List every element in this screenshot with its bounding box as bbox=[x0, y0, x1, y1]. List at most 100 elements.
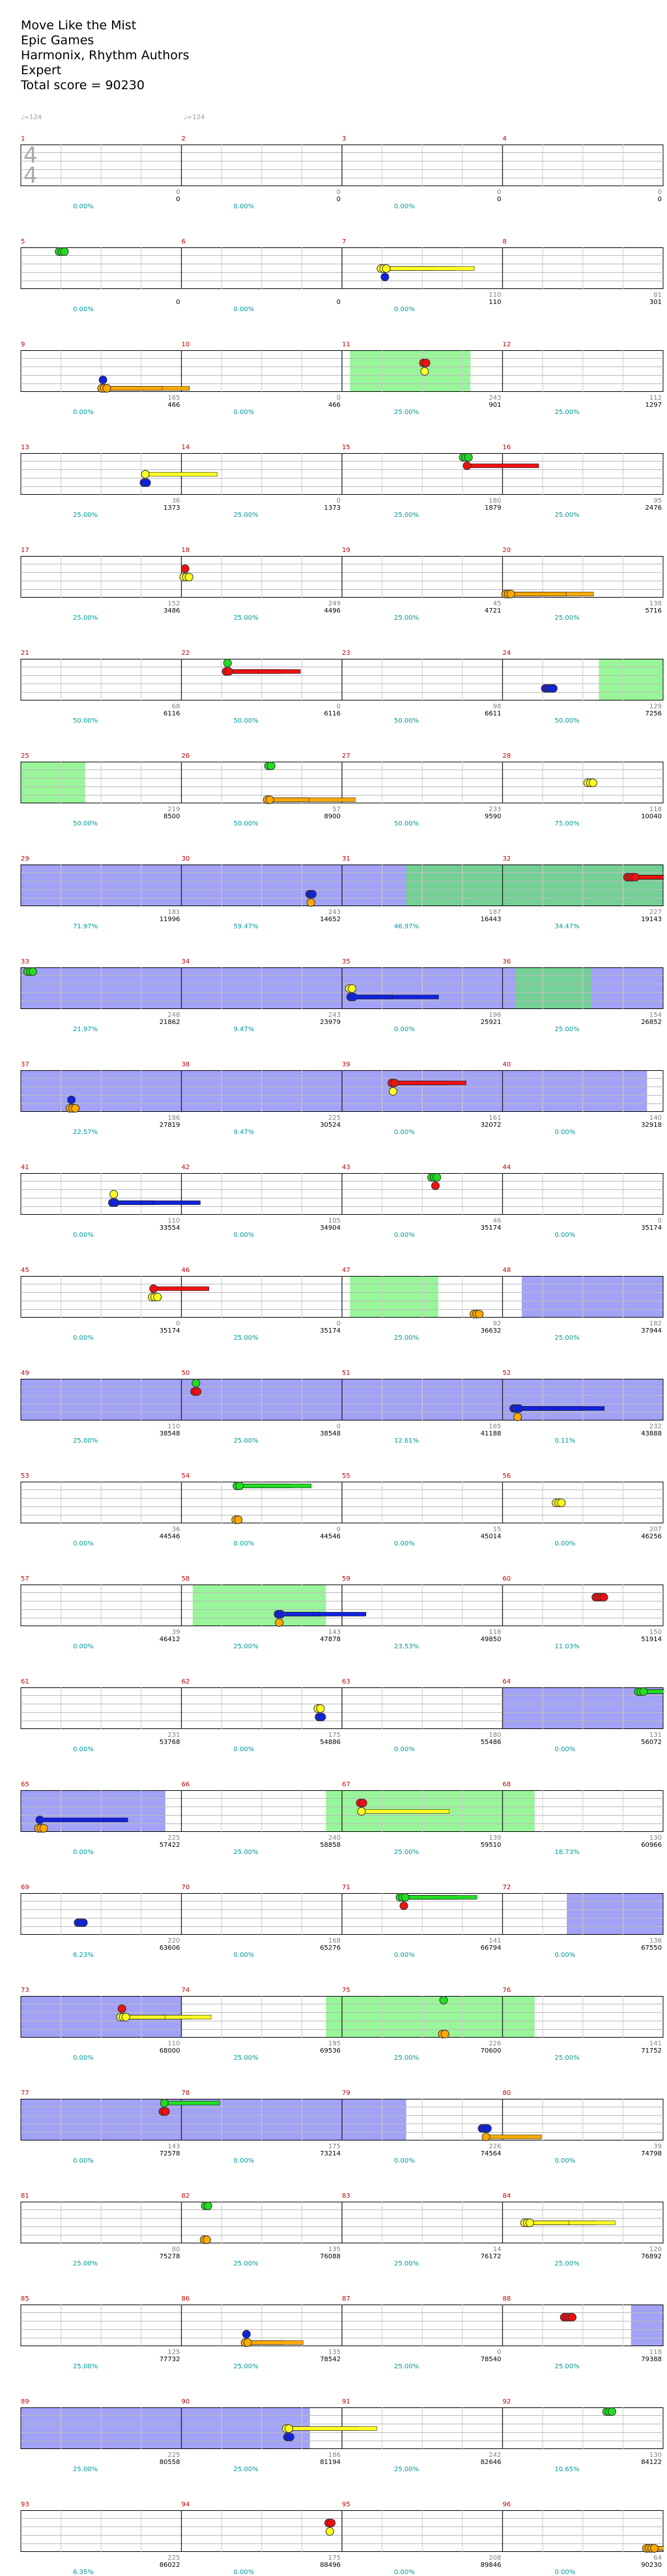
measure-number: 92 bbox=[502, 2398, 511, 2405]
measure-number: 33 bbox=[21, 958, 29, 965]
note bbox=[285, 2424, 293, 2433]
measure-score: 243 bbox=[328, 909, 341, 916]
star-power-percent: 25.00% bbox=[554, 512, 580, 519]
measure-number: 9 bbox=[21, 341, 25, 348]
measure-score: 248 bbox=[167, 1012, 180, 1019]
sustain-note bbox=[353, 995, 393, 999]
measure-score: 141 bbox=[649, 2040, 662, 2047]
measure-score: 46 bbox=[492, 1217, 502, 1225]
measure-number: 29 bbox=[21, 855, 29, 863]
cumulative-score: 466 bbox=[328, 402, 341, 409]
measure-number: 76 bbox=[502, 1987, 511, 1994]
star-power-section bbox=[599, 659, 663, 700]
measure-score: 186 bbox=[167, 1115, 180, 1122]
cumulative-score: 0 bbox=[336, 299, 341, 306]
staff-row-12 bbox=[20, 1276, 664, 1318]
measure-score: 226 bbox=[489, 2040, 502, 2047]
measure-number: 32 bbox=[502, 855, 511, 863]
measure-score: 139 bbox=[489, 1835, 502, 1842]
note bbox=[98, 376, 107, 384]
measure-number: 57 bbox=[21, 1575, 29, 1583]
measure-number: 7 bbox=[342, 238, 347, 245]
cumulative-score: 88496 bbox=[320, 2562, 341, 2569]
star-power-percent: 25.00% bbox=[554, 1026, 580, 1033]
note bbox=[275, 1618, 284, 1627]
measure-number: 85 bbox=[21, 2295, 29, 2303]
star-power-percent: 25.00% bbox=[394, 2055, 419, 2062]
note bbox=[235, 1482, 244, 1490]
star-power-percent: 6.23% bbox=[73, 1952, 94, 1959]
measure-number: 78 bbox=[181, 2090, 190, 2097]
measure-number: 60 bbox=[502, 1575, 511, 1583]
cumulative-score: 73214 bbox=[320, 2150, 341, 2157]
measure-score: 45 bbox=[492, 600, 502, 607]
tempo-mark-1: ♩=124 bbox=[21, 114, 42, 121]
measure-score: 196 bbox=[489, 1012, 502, 1019]
cumulative-score: 6611 bbox=[485, 710, 502, 717]
measure-number: 67 bbox=[342, 1781, 350, 1788]
measure-number: 56 bbox=[502, 1473, 511, 1480]
star-power-percent: 25.00% bbox=[554, 409, 580, 416]
star-power-percent: 12.61% bbox=[394, 1437, 419, 1445]
staff-row-15 bbox=[20, 1585, 664, 1627]
cumulative-score: 9590 bbox=[485, 813, 502, 820]
cumulative-score: 16443 bbox=[480, 916, 502, 923]
star-power-percent: 22.57% bbox=[73, 1129, 98, 1136]
note bbox=[111, 1198, 120, 1207]
staff-row-14 bbox=[20, 1482, 664, 1524]
note bbox=[141, 470, 150, 478]
measure-number: 23 bbox=[342, 650, 350, 657]
cumulative-score: 49850 bbox=[480, 1636, 502, 1643]
cumulative-score: 466 bbox=[167, 402, 180, 409]
measure-score: 186 bbox=[328, 2452, 341, 2459]
star-power-percent: 25.00% bbox=[73, 1437, 98, 1445]
measure-score: 131 bbox=[649, 1732, 662, 1739]
measure-number: 62 bbox=[181, 1678, 190, 1685]
sustain-note bbox=[106, 386, 163, 391]
star-power-percent: 0.00% bbox=[394, 2157, 415, 2165]
measure-number: 80 bbox=[502, 2090, 511, 2097]
cumulative-score: 35174 bbox=[480, 1225, 502, 1232]
sustain-note bbox=[145, 472, 218, 477]
cumulative-score: 57422 bbox=[159, 1842, 180, 1849]
note bbox=[568, 2313, 576, 2321]
note bbox=[160, 2099, 169, 2107]
measure-number: 26 bbox=[181, 753, 190, 760]
measure-score: 135 bbox=[328, 2246, 341, 2253]
measure-number: 21 bbox=[21, 650, 29, 657]
measure-score: 130 bbox=[649, 2452, 662, 2459]
measure-number: 94 bbox=[181, 2501, 190, 2508]
star-power-percent: 0.00% bbox=[233, 1232, 255, 1239]
cumulative-score: 8500 bbox=[163, 813, 180, 820]
staff-row-10 bbox=[20, 1070, 664, 1113]
cumulative-score: 79388 bbox=[641, 2356, 662, 2363]
cumulative-score: 41188 bbox=[480, 1430, 502, 1437]
star-power-percent: 0.00% bbox=[233, 1746, 255, 1753]
measure-number: 49 bbox=[21, 1370, 29, 1377]
measure-score: 36 bbox=[171, 497, 180, 505]
measure-score: 140 bbox=[649, 1115, 662, 1122]
measure-score: 95 bbox=[653, 497, 662, 505]
measure-number: 36 bbox=[502, 958, 511, 965]
measure-number: 86 bbox=[181, 2295, 190, 2303]
measure-score: 208 bbox=[489, 2555, 502, 2562]
measure-score: 125 bbox=[167, 2349, 180, 2356]
cumulative-score: 81194 bbox=[320, 2459, 341, 2466]
cumulative-score: 36632 bbox=[480, 1327, 502, 1335]
star-power-percent: 0.00% bbox=[73, 409, 94, 416]
measure-score: 243 bbox=[328, 1012, 341, 1019]
star-power-percent: 0.00% bbox=[73, 306, 94, 313]
star-power-percent: 34.47% bbox=[554, 923, 580, 930]
note bbox=[608, 2407, 616, 2416]
measure-score: 240 bbox=[328, 1835, 341, 1842]
measure-number: 91 bbox=[342, 2398, 350, 2405]
measure-score: 207 bbox=[649, 1526, 662, 1533]
star-power-percent: 21.97% bbox=[73, 1026, 98, 1033]
measure-number: 48 bbox=[502, 1267, 511, 1274]
note bbox=[399, 1902, 408, 1910]
note bbox=[327, 2519, 336, 2527]
measure-score: 0 bbox=[336, 189, 341, 196]
song-title: Move Like the Mist bbox=[21, 18, 137, 33]
note bbox=[525, 2219, 534, 2227]
